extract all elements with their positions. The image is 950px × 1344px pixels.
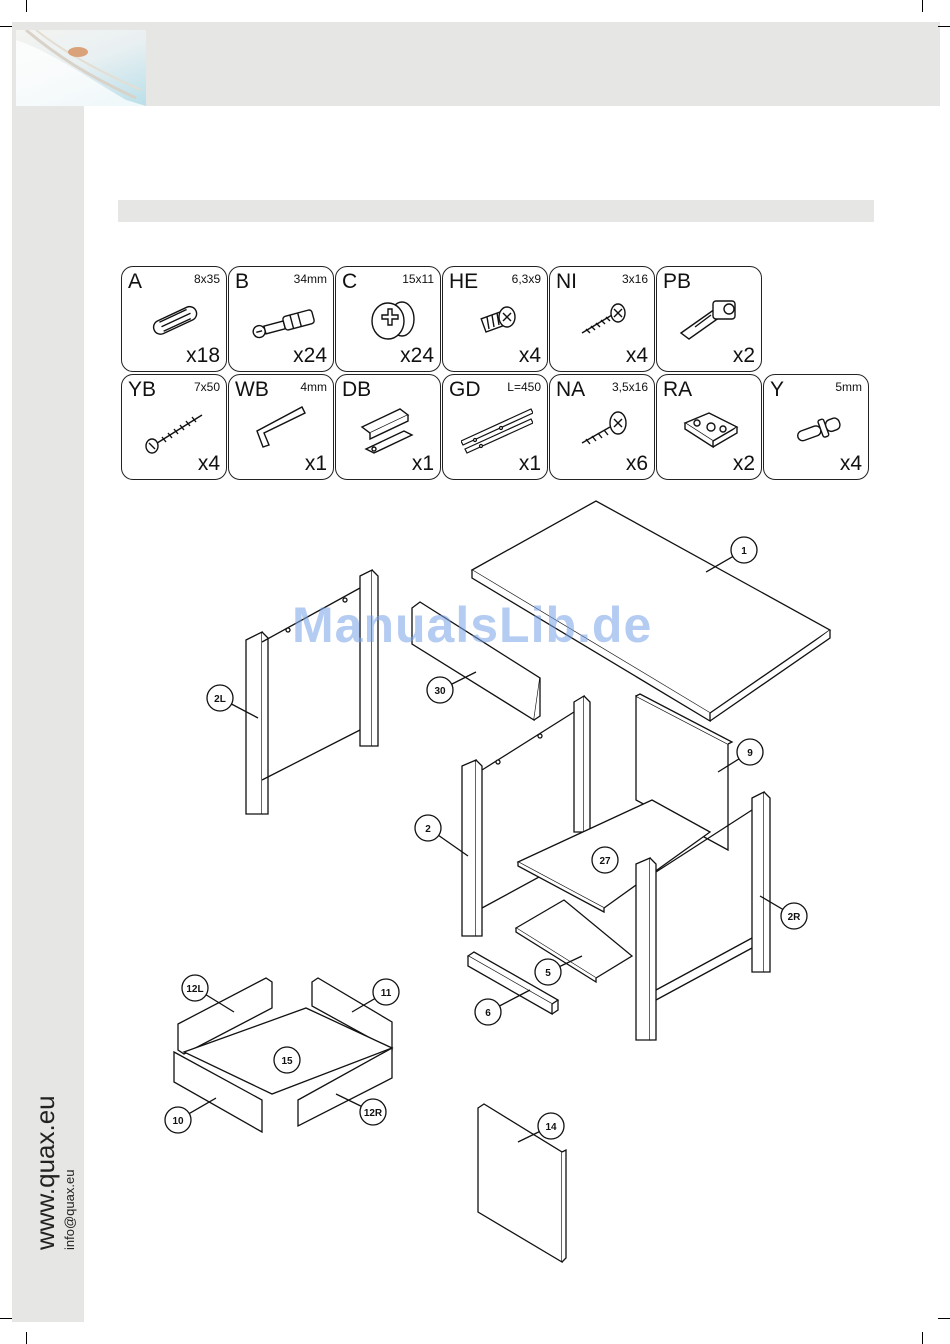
callout-30: 30 [434, 686, 446, 697]
panel-2-side [462, 696, 590, 936]
watermark-text: ManualsLib.de [292, 596, 652, 654]
callout-14: 14 [545, 1122, 557, 1133]
callout-6: 6 [485, 1008, 491, 1019]
callout-12R: 12R [364, 1108, 383, 1119]
callout-5: 5 [545, 968, 551, 979]
callout-10: 10 [172, 1116, 184, 1127]
panel-5-bottom [516, 900, 632, 982]
callout-12L: 12L [186, 984, 203, 995]
callout-27: 27 [599, 856, 611, 867]
callout-2R: 2R [788, 912, 802, 923]
callout-2L: 2L [214, 694, 226, 705]
callout-11: 11 [381, 988, 392, 999]
callout-9: 9 [747, 748, 753, 759]
callout-1: 1 [741, 546, 747, 557]
callout-2: 2 [425, 824, 431, 835]
callout-15: 15 [281, 1056, 293, 1067]
